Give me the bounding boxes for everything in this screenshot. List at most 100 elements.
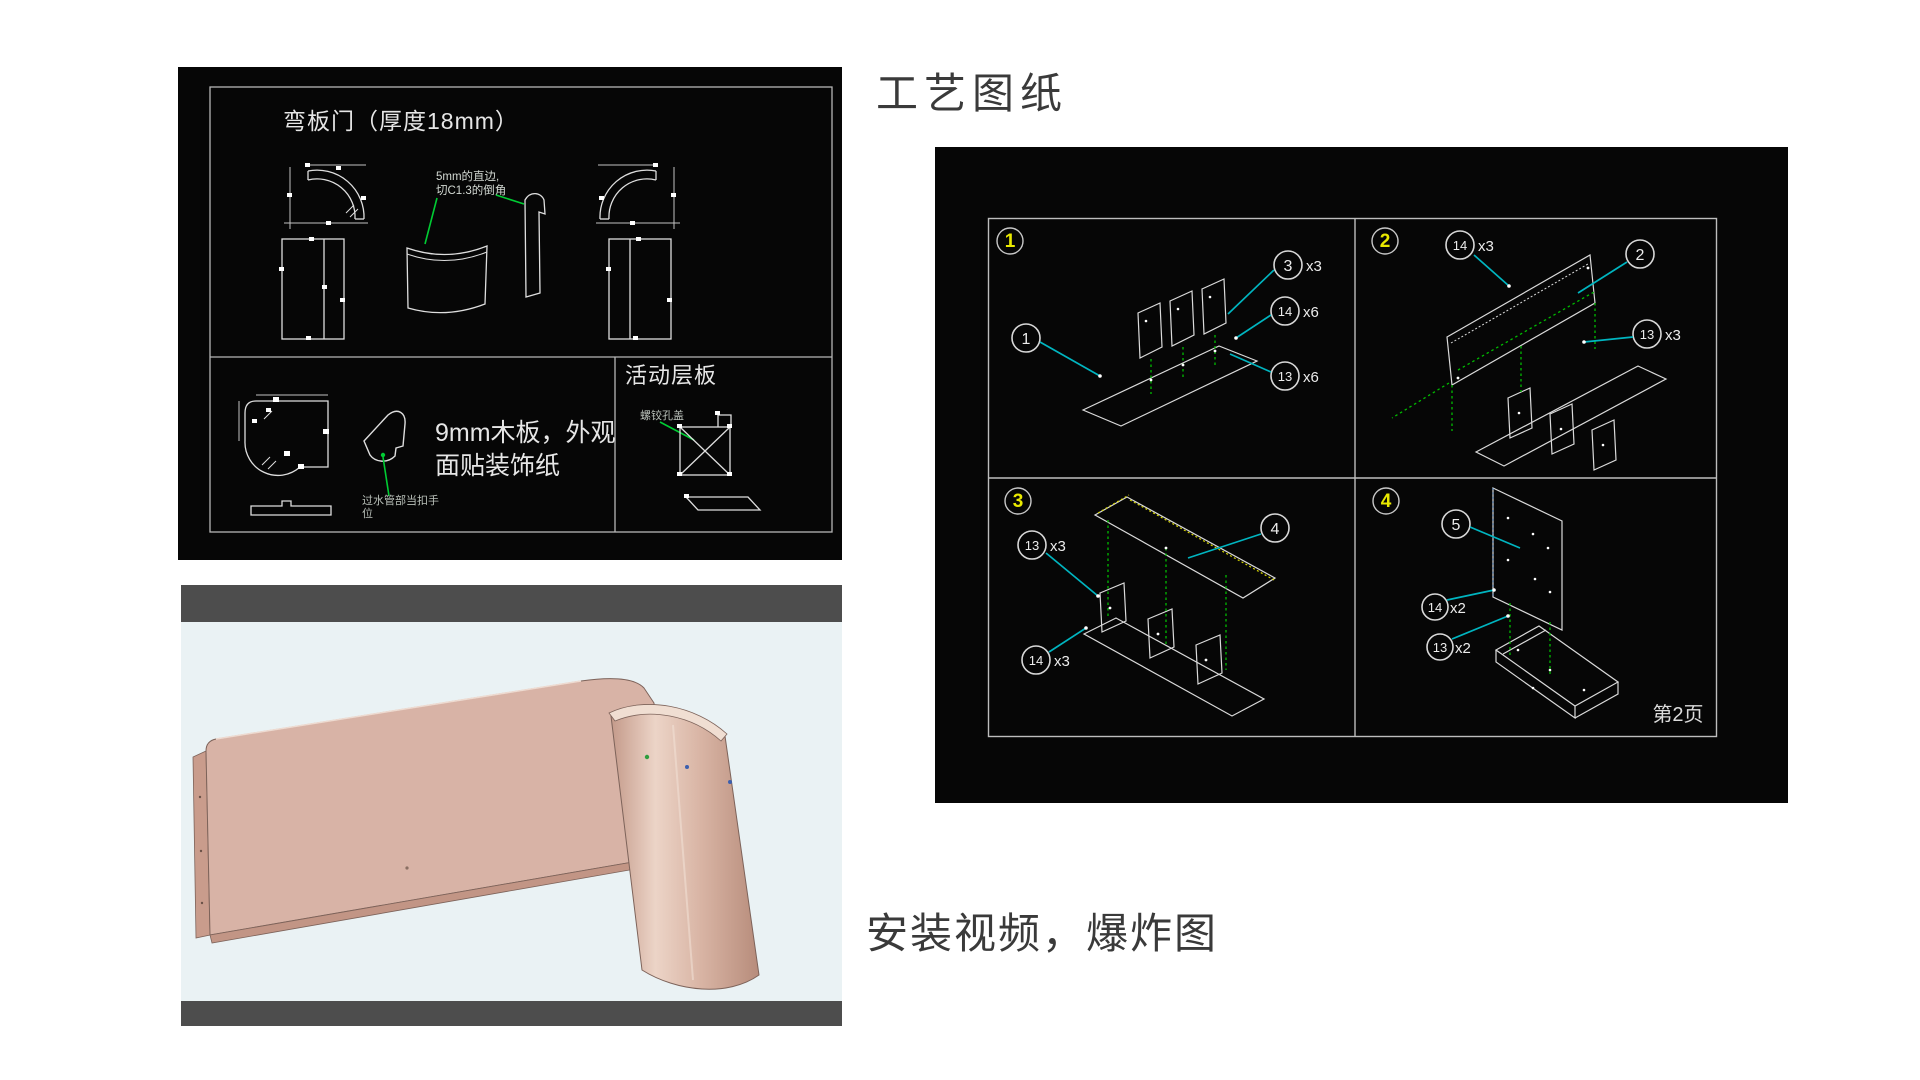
curved-sheet-side <box>524 192 546 298</box>
step2-assembly <box>1446 254 1668 471</box>
callout-circle <box>1426 633 1454 661</box>
step-badge <box>996 227 1024 255</box>
callout-qty: x2 <box>1450 600 1466 617</box>
door-front-right <box>608 238 672 340</box>
render-toolbar <box>181 585 842 622</box>
dimension-markers <box>599 163 676 225</box>
step-badge-number: 4 <box>1381 491 1392 512</box>
hinge-marker-green <box>644 754 650 760</box>
heading-install-video: 安装视频，爆炸图 <box>866 910 1219 957</box>
hinge-note: 螺铰孔盖 <box>640 408 684 422</box>
step-badge-number: 3 <box>1013 491 1024 512</box>
callout-part: 3 <box>1284 258 1293 275</box>
cad-drawing-svg: 弯板门（厚度18mm） 活动层板 <box>209 86 833 533</box>
dowel-dots <box>1108 546 1208 662</box>
exploded-frame <box>987 217 1718 738</box>
step-badge <box>1371 227 1399 255</box>
hole-dots <box>1506 516 1586 692</box>
callout-qty: x2 <box>1455 640 1471 657</box>
callout-qty: x3 <box>1665 327 1681 344</box>
dowel-lines <box>1107 520 1227 670</box>
hinge-note-leader <box>659 421 695 441</box>
callout-circle <box>1270 361 1300 391</box>
dowel-lines <box>1150 335 1216 394</box>
render-3d-panel <box>181 585 842 1026</box>
handle-note-line1: 过水管部当扣手 <box>362 493 439 507</box>
dowel-lines <box>1509 603 1551 677</box>
callout-circle <box>1625 239 1655 269</box>
board-note-line2: 面贴装饰纸 <box>435 452 560 480</box>
cad-shelf-title: 活动层板 <box>625 363 717 388</box>
callout-qty: x6 <box>1303 369 1319 386</box>
callout-part: 14 <box>1029 653 1043 668</box>
dimension-markers <box>606 237 672 340</box>
callout-qty: x3 <box>1054 653 1070 670</box>
callout-part: 2 <box>1636 247 1645 264</box>
callout-circle <box>1273 250 1303 280</box>
callout-circle <box>1445 230 1475 260</box>
hatch-lines <box>1097 494 1277 582</box>
strip-profile-drawing <box>250 500 332 516</box>
edge-note-leaders <box>424 194 525 245</box>
callout-part: 4 <box>1271 521 1280 538</box>
callout-part: 13 <box>1640 327 1654 342</box>
callout-circle <box>1011 323 1041 353</box>
render-model-svg <box>192 678 760 990</box>
step4-assembly <box>1492 487 1620 720</box>
step-4-quadrant: 4 <box>1372 487 1704 726</box>
callout-part: 5 <box>1452 517 1461 534</box>
step3-assembly <box>1082 496 1277 717</box>
callout-part: 14 <box>1278 304 1292 319</box>
board-note-line1: 9mm木板，外观 <box>435 419 616 447</box>
handle-note-line2: 位 <box>362 506 373 520</box>
callout-qty: x6 <box>1303 304 1319 321</box>
callout-part: 1 <box>1022 331 1031 348</box>
callout-qty: x3 <box>1306 258 1322 275</box>
callout-circle <box>1260 513 1290 543</box>
step-badge <box>1004 487 1032 515</box>
dowel-dots <box>1144 295 1217 382</box>
hinge-marker-blue <box>728 780 732 784</box>
step1-assembly <box>1081 278 1259 427</box>
callout-part: 14 <box>1428 600 1442 615</box>
corner-detail-right <box>596 164 680 229</box>
step-badge-number: 2 <box>1380 231 1391 252</box>
step-1-quadrant: 1 1 <box>996 227 1322 427</box>
cad-frame <box>209 86 833 533</box>
edge-note-line1: 5mm的直边, <box>436 169 499 183</box>
door-front-left <box>281 238 345 340</box>
heading-process-drawings: 工艺图纸 <box>876 70 1069 117</box>
dimension-markers <box>677 411 732 498</box>
shelf-plan-drawing <box>238 394 329 477</box>
callout-qty: x3 <box>1050 538 1066 555</box>
exploded-view-panel: 1 1 <box>935 147 1788 803</box>
callout-circle <box>1017 530 1047 560</box>
door-model <box>608 704 760 990</box>
callout-part: 13 <box>1025 538 1039 553</box>
callout-circle <box>1441 509 1471 539</box>
page-number-label: 第2页 <box>1652 703 1703 726</box>
callout-part: 13 <box>1278 369 1292 384</box>
callout-circle <box>1270 296 1300 326</box>
curved-sheet-iso <box>406 245 488 314</box>
callout-part: 13 <box>1433 640 1447 655</box>
exploded-svg: 1 1 <box>987 217 1718 738</box>
panel-model <box>192 678 665 944</box>
callout-qty: x3 <box>1478 238 1494 255</box>
callout-leader <box>1039 341 1101 377</box>
callout-circle <box>1632 319 1662 349</box>
step-2-quadrant: 2 <box>1371 227 1681 471</box>
hinge-marker-blue <box>685 765 689 769</box>
dimension-markers <box>279 237 345 340</box>
callout-circle <box>1021 645 1051 675</box>
dowel-dots <box>1456 266 1605 447</box>
cad-title: 弯板门（厚度18mm） <box>283 108 519 134</box>
shelf-panel-drawing <box>679 414 762 511</box>
edge-note-line2: 切C1.3的倒角 <box>436 183 506 197</box>
step-badge <box>1372 487 1400 515</box>
step-badge-number: 1 <box>1005 231 1016 252</box>
dimension-markers <box>252 397 329 469</box>
step-3-quadrant: 3 <box>1004 487 1290 717</box>
dimension-markers <box>287 163 366 225</box>
corner-detail-left <box>284 164 368 229</box>
